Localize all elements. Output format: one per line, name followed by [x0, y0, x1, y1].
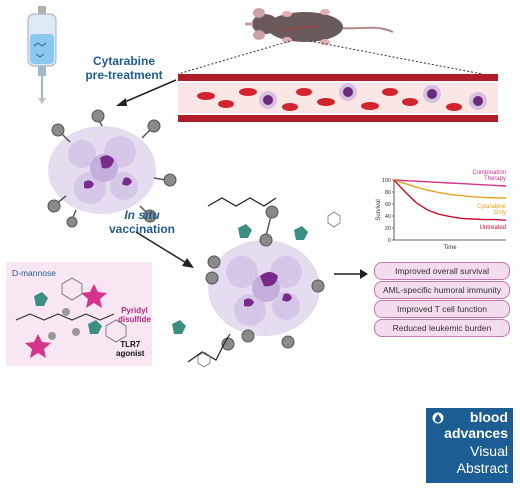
pretreatment-label: Cytarabine pre-treatment: [85, 54, 163, 82]
series-label-combination: Combination: [472, 170, 506, 176]
mannose-label: D-mannose: [12, 268, 56, 278]
tlr7-label: TLR7 agonist: [116, 340, 145, 358]
outcome-pill-1: Improved overall survival: [374, 262, 510, 280]
series-line-2: [393, 179, 507, 221]
outcome-pill-4: Reduced leukemic burden: [374, 319, 510, 337]
outcome-pill-3: Improved T cell function: [374, 300, 510, 318]
arrow-to-vaccine: [135, 231, 194, 268]
arrow-to-outcomes: [334, 269, 368, 279]
mouse-illustration: [245, 8, 394, 45]
logo-abstract: Abstract: [456, 460, 508, 476]
chemistry-structure: [15, 277, 127, 358]
journal-logo: blood advances Visual Abstract: [426, 408, 513, 483]
arrow-to-nanoparticle: [116, 79, 177, 106]
y-axis-label: Survival: [376, 199, 382, 220]
vaccination-label: In situ vaccination: [108, 208, 176, 236]
y-tick-label: 100: [382, 178, 391, 184]
zoom-lines: [177, 40, 483, 75]
nanoparticle-top: [47, 109, 177, 228]
y-tick-label: 20: [385, 226, 391, 232]
y-tick-label: 80: [385, 190, 391, 196]
series-label-cytarabine: Cytarabine: [477, 204, 507, 210]
nanoparticle-vaccinated: [172, 197, 341, 368]
logo-blood: blood: [469, 409, 508, 425]
drop-icon: [432, 412, 444, 424]
iv-bag-icon: [27, 6, 57, 104]
series-label-combination-2: Therapy: [484, 176, 506, 182]
y-tick-label: 60: [385, 202, 391, 208]
series-line-0: [393, 179, 507, 187]
y-tick-label: 0: [388, 238, 391, 244]
pyridyl-label: Pyridyl disulfide: [118, 306, 151, 324]
blood-vessel: [178, 74, 498, 122]
logo-advances: advances: [444, 425, 508, 441]
x-axis-label: Time: [443, 245, 457, 251]
series-label-cytarabine-2: Only: [494, 210, 506, 216]
series-line-1: [393, 179, 506, 199]
outcome-pill-2: AML-specific humoral immunity: [374, 281, 510, 299]
y-tick-label: 40: [385, 214, 391, 220]
series-label-untreated: Untreated: [480, 225, 506, 231]
logo-visual: Visual: [470, 443, 508, 459]
